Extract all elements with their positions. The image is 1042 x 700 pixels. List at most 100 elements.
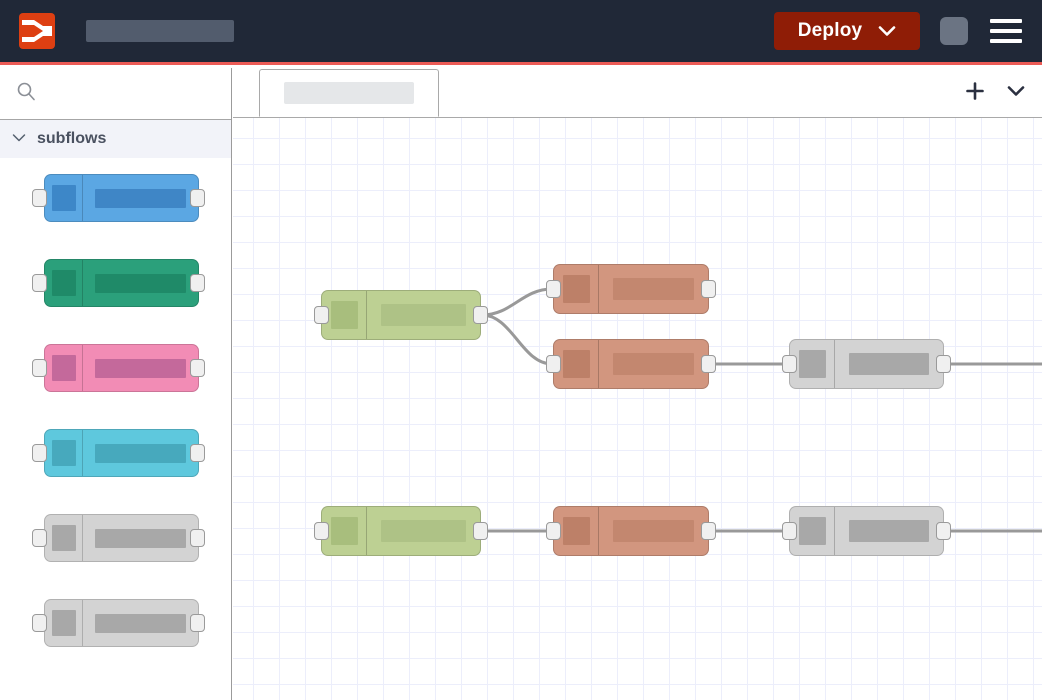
flow-node-icon (562, 350, 590, 378)
flow-node[interactable] (782, 339, 951, 389)
palette-node-output-port[interactable] (190, 189, 205, 207)
palette-search-row[interactable] (0, 68, 231, 120)
flow-node-icon-box (322, 291, 367, 339)
palette-node[interactable] (32, 514, 205, 562)
chevron-down-icon[interactable] (878, 25, 896, 37)
user-avatar-placeholder[interactable] (940, 17, 968, 45)
flow-node-label (849, 520, 929, 542)
flow-node[interactable] (314, 506, 488, 556)
wire-layer (481, 287, 1042, 533)
flow-node[interactable] (782, 506, 951, 556)
flow-list-button[interactable] (1006, 84, 1026, 103)
app-body: subflows (0, 68, 1042, 700)
palette-category-label: subflows (37, 129, 107, 147)
hamburger-menu-icon[interactable] (990, 19, 1022, 43)
palette-node-output-port[interactable] (190, 529, 205, 547)
palette-node-output-port[interactable] (190, 274, 205, 292)
flow-node-output-port[interactable] (701, 280, 716, 298)
flow-node-input-port[interactable] (314, 522, 329, 540)
flow-node-icon-box (554, 340, 599, 388)
palette-node-output-port[interactable] (190, 359, 205, 377)
flow-node-label (381, 304, 466, 326)
flow-node-label (613, 353, 694, 375)
flow-node-input-port[interactable] (546, 280, 561, 298)
flow-tab-label (284, 82, 414, 104)
flow-node-label-wrap (599, 353, 708, 375)
flow-node-label-wrap (835, 520, 943, 542)
flow-node[interactable] (546, 264, 716, 314)
flow-node-output-port[interactable] (701, 522, 716, 540)
palette-node-input-port[interactable] (32, 529, 47, 547)
flow-tab-active[interactable] (259, 69, 439, 117)
flow-wire[interactable] (481, 313, 553, 366)
flow-node[interactable] (546, 339, 716, 389)
node-palette: subflows (0, 68, 232, 700)
palette-node-input-port[interactable] (32, 359, 47, 377)
flow-node-input-port[interactable] (546, 355, 561, 373)
flow-node-input-port[interactable] (546, 522, 561, 540)
palette-node-icon (51, 185, 76, 211)
palette-node-input-port[interactable] (32, 189, 47, 207)
palette-node-label (95, 528, 186, 548)
flow-node-icon-box (790, 340, 835, 388)
palette-node-icon (51, 440, 76, 466)
palette-category-subflows[interactable]: subflows (0, 120, 231, 158)
flow-node-input-port[interactable] (782, 355, 797, 373)
chevron-down-icon[interactable] (12, 130, 26, 148)
flow-node-icon (562, 517, 590, 545)
palette-node-icon-box (45, 175, 83, 221)
flow-node-icon-box (554, 507, 599, 555)
palette-node[interactable] (32, 429, 205, 477)
flow-node-label-wrap (835, 353, 943, 375)
palette-node-icon (51, 270, 76, 296)
flow-node-output-port[interactable] (473, 306, 488, 324)
flow-node-output-port[interactable] (936, 355, 951, 373)
flow-node-output-port[interactable] (701, 355, 716, 373)
palette-node-label-wrap (83, 613, 198, 633)
flow-node-icon (798, 517, 826, 545)
flow-node[interactable] (314, 290, 488, 340)
flow-node-icon (330, 301, 358, 329)
palette-node-label (95, 188, 186, 208)
palette-node-label-wrap (83, 188, 198, 208)
palette-node[interactable] (32, 599, 205, 647)
palette-node-icon (51, 525, 76, 551)
palette-node[interactable] (32, 344, 205, 392)
flow-node-label (613, 278, 694, 300)
palette-node-label (95, 443, 186, 463)
palette-node-label-wrap (83, 358, 198, 378)
palette-node-input-port[interactable] (32, 274, 47, 292)
flow-node-label-wrap (367, 520, 480, 542)
flow-canvas[interactable] (233, 118, 1042, 700)
palette-node-label (95, 273, 186, 293)
deploy-button[interactable]: Deploy (774, 12, 920, 50)
flow-node-output-port[interactable] (473, 522, 488, 540)
flow-node-label-wrap (599, 520, 708, 542)
node-red-logo-icon[interactable] (19, 13, 55, 49)
flow-node[interactable] (546, 506, 716, 556)
flow-editor-pane (233, 68, 1042, 700)
flow-node-input-port[interactable] (314, 306, 329, 324)
palette-node-input-port[interactable] (32, 614, 47, 632)
palette-node-icon-box (45, 430, 83, 476)
flow-node-icon-box (790, 507, 835, 555)
palette-node[interactable] (32, 259, 205, 307)
add-flow-button[interactable] (965, 81, 985, 106)
palette-node-label-wrap (83, 443, 198, 463)
flow-wire[interactable] (481, 287, 553, 317)
palette-node-output-port[interactable] (190, 444, 205, 462)
deploy-button-label: Deploy (797, 20, 863, 41)
palette-node-icon-box (45, 260, 83, 306)
palette-node[interactable] (32, 174, 205, 222)
flow-title-field[interactable] (86, 20, 234, 42)
flow-node-icon-box (322, 507, 367, 555)
flow-node-output-port[interactable] (936, 522, 951, 540)
search-input[interactable] (44, 84, 204, 103)
palette-node-output-port[interactable] (190, 614, 205, 632)
palette-node-label-wrap (83, 273, 198, 293)
palette-node-icon (51, 355, 76, 381)
flow-node-label (613, 520, 694, 542)
flow-node-input-port[interactable] (782, 522, 797, 540)
palette-node-input-port[interactable] (32, 444, 47, 462)
